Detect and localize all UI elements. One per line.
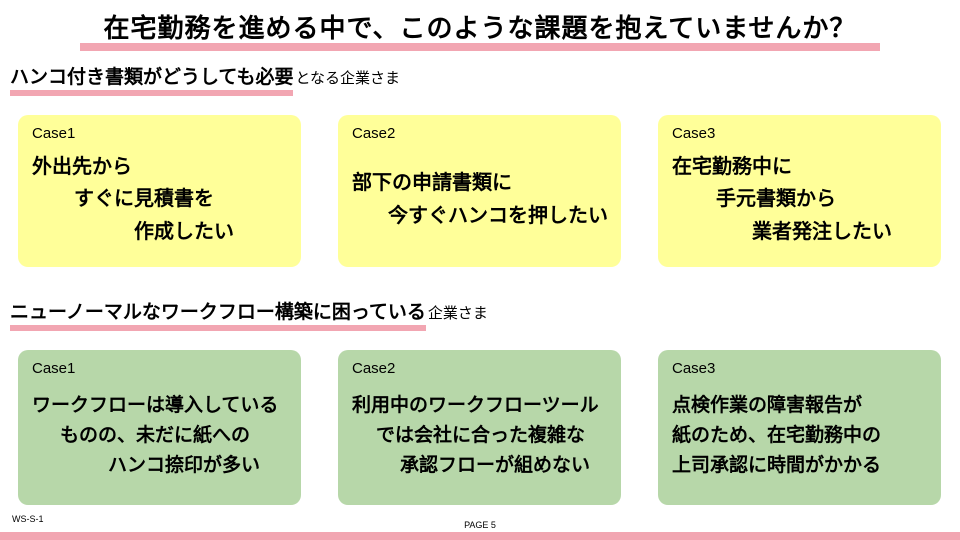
case-line: 承認フローが組めない — [400, 455, 591, 476]
case-card-stamp-1: Case1 外出先から すぐに見積書を 作成したい — [18, 115, 301, 267]
section-heading-2-rest: 企業さま — [427, 305, 488, 322]
case-card-workflow-1: Case1 ワークフローは導入している ものの、未だに紙への ハンコ捺印が多い — [18, 350, 301, 505]
case-line: 業者発注したい — [752, 220, 892, 243]
case-line: 今すぐハンコを押したい — [388, 204, 608, 227]
case-line: ハンコ捺印が多い — [108, 455, 261, 476]
case-body: 点検作業の障害報告が 紙のため、在宅勤務中の 上司承認に時間がかかる — [672, 377, 927, 495]
case-body: 利用中のワークフローツール では会社に合った複雑な 承認フローが組めない — [352, 377, 607, 495]
section-heading-1: ハンコ付き書類がどうしても必要となる企業さま — [10, 62, 400, 96]
case-line: 部下の申請書類に — [352, 172, 512, 195]
case-line: 作成したい — [134, 220, 234, 243]
case-label: Case3 — [672, 360, 716, 377]
case-line: では会社に合った複雑な — [376, 424, 586, 446]
footer-page-number: PAGE 5 — [464, 520, 496, 530]
case-line: すぐに見積書を — [74, 188, 214, 211]
bottom-accent-bar — [0, 532, 960, 540]
section-heading-2: ニューノーマルなワークフロー構築に困っている企業さま — [10, 297, 488, 331]
section-heading-1-emphasis: ハンコ付き書類がどうしても必要 — [10, 62, 294, 96]
case-label: Case1 — [32, 360, 76, 377]
case-card-stamp-3: Case3 在宅勤務中に 手元書類から 業者発注したい — [658, 115, 941, 267]
title-underline-bar — [80, 43, 880, 51]
case-card-stamp-2: Case2 部下の申請書類に 今すぐハンコを押したい — [338, 115, 621, 267]
case-line: ワークフローは導入している — [32, 394, 279, 416]
case-label: Case2 — [352, 125, 396, 142]
case-body: ワークフローは導入している ものの、未だに紙への ハンコ捺印が多い — [32, 377, 287, 495]
case-card-workflow-3: Case3 点検作業の障害報告が 紙のため、在宅勤務中の 上司承認に時間がかかる — [658, 350, 941, 505]
case-body: 部下の申請書類に 今すぐハンコを押したい — [352, 142, 608, 257]
case-body: 在宅勤務中に 手元書類から 業者発注したい — [672, 142, 927, 257]
case-line: 紙のため、在宅勤務中の — [672, 424, 882, 446]
case-label: Case3 — [672, 125, 716, 142]
case-line: 上司承認に時間がかかる — [672, 455, 882, 476]
case-body: 外出先から すぐに見積書を 作成したい — [32, 142, 287, 257]
case-line: 在宅勤務中に — [672, 155, 792, 178]
case-card-workflow-2: Case2 利用中のワークフローツール では会社に合った複雑な 承認フローが組め… — [338, 350, 621, 505]
case-line: 外出先から — [32, 155, 132, 178]
page-title: 在宅勤務を進める中で、このような課題を抱えていませんか？ — [103, 13, 857, 43]
case-line: 利用中のワークフローツール — [352, 394, 599, 416]
case-line: ものの、未だに紙への — [60, 424, 251, 446]
section-heading-2-emphasis: ニューノーマルなワークフロー構築に困っている — [10, 297, 426, 331]
case-label: Case2 — [352, 360, 396, 377]
case-label: Case1 — [32, 125, 76, 142]
footer-doc-code: WS-S-1 — [12, 514, 44, 524]
case-line: 点検作業の障害報告が — [672, 394, 863, 416]
case-line: 手元書類から — [716, 188, 836, 211]
section-heading-1-rest: となる企業さま — [295, 70, 401, 87]
